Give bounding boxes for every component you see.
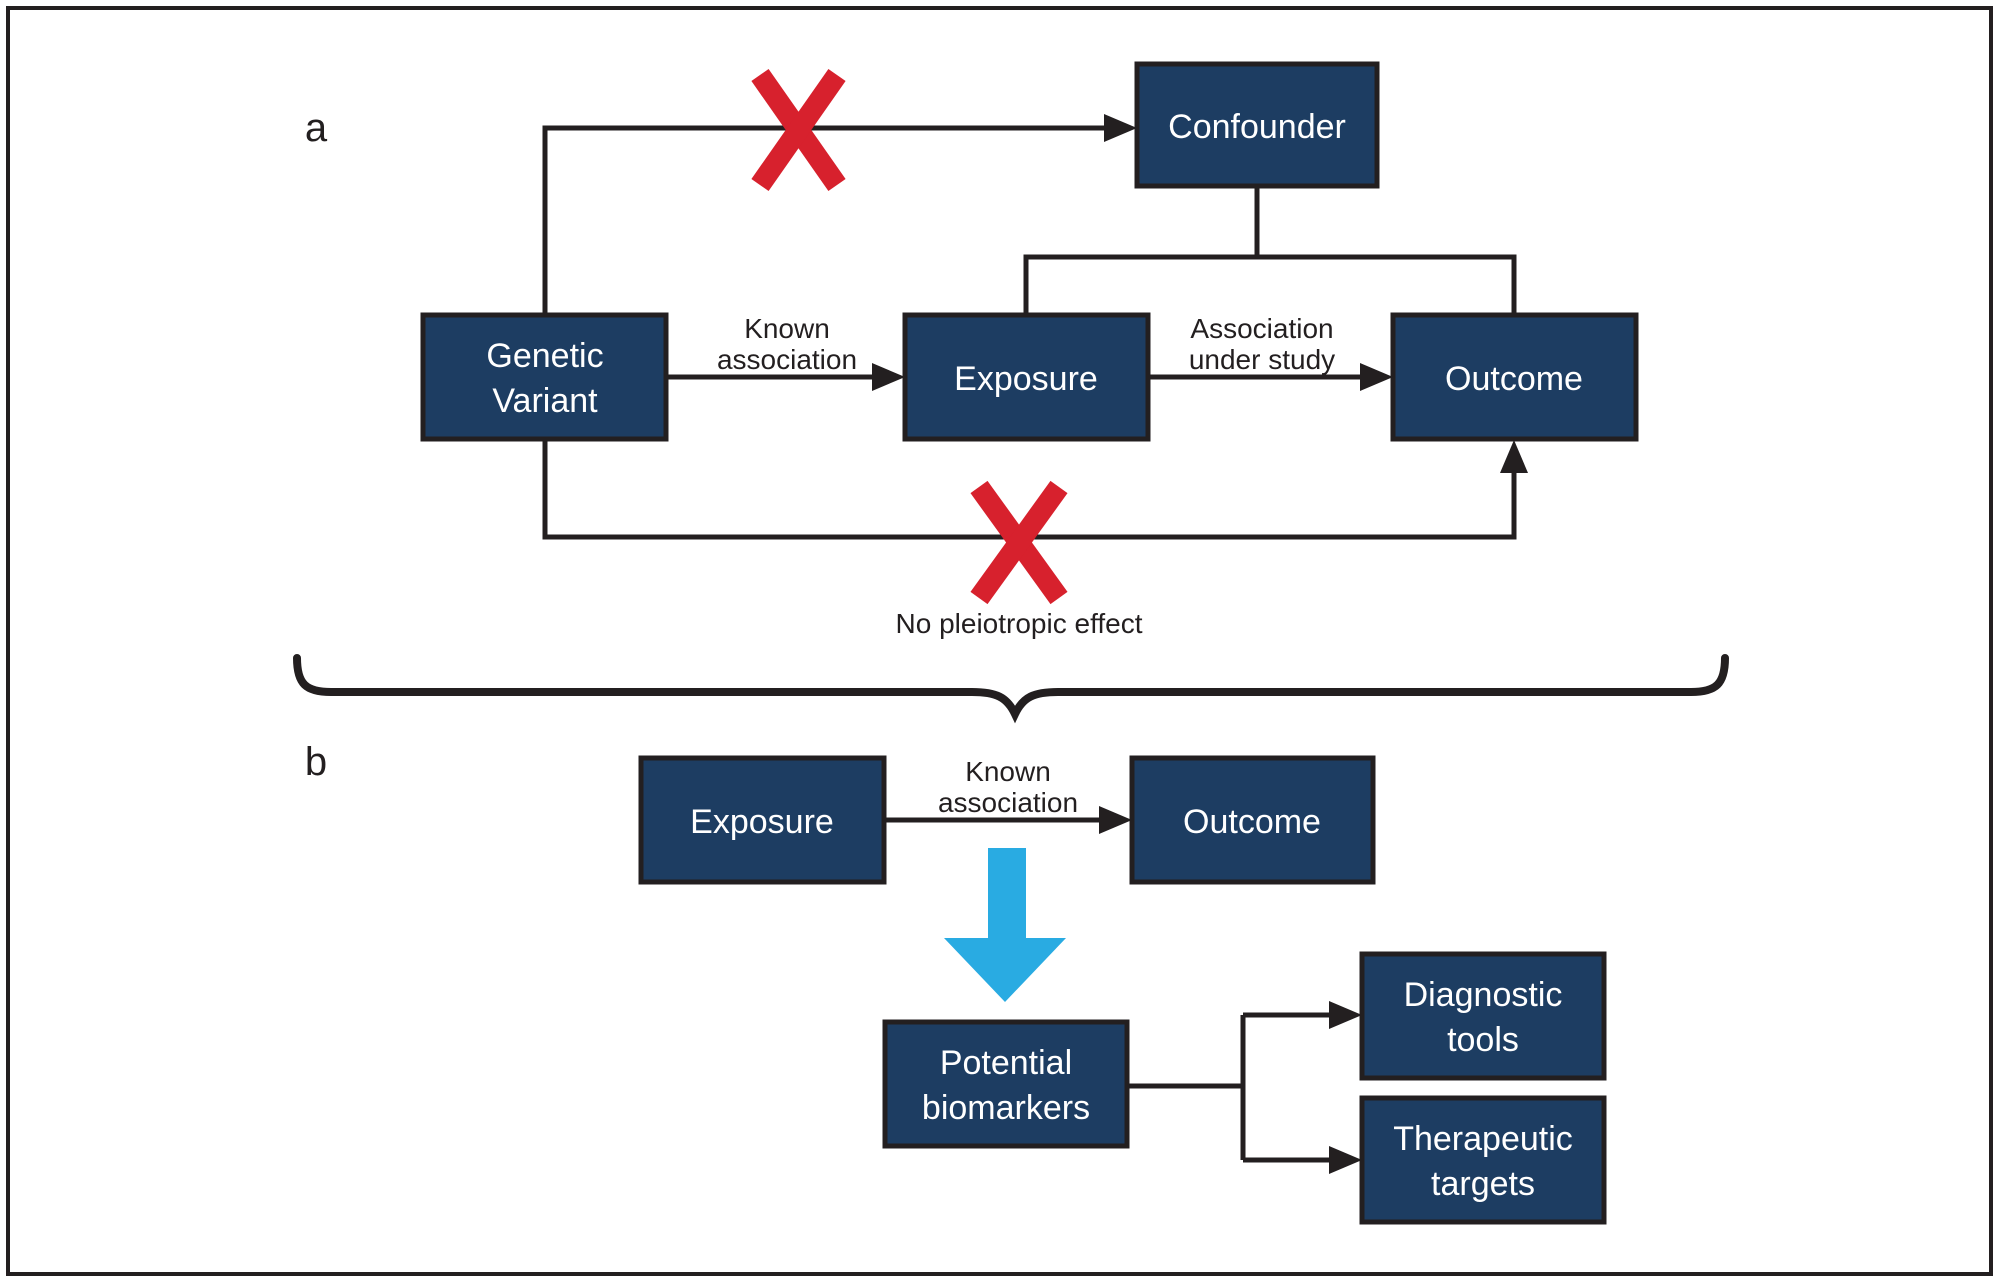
diagnostic-tools-label-line1: Diagnostic <box>1404 976 1563 1014</box>
confounder-label: Confounder <box>1168 108 1346 146</box>
edge-variant-to-confounder <box>542 125 1110 315</box>
arrowhead-into-outcome-a <box>1360 363 1393 391</box>
genetic-variant-box <box>420 312 669 442</box>
outcome-a-label: Outcome <box>1445 360 1583 398</box>
red-cross-confounder-path <box>751 68 846 192</box>
node-exposure-a: Exposure <box>902 312 1151 442</box>
label-known-association-a-line2: association <box>717 344 857 375</box>
label-known-association-b-line1: Known <box>965 756 1051 787</box>
node-therapeutic-targets: Therapeutic targets <box>1359 1095 1607 1225</box>
confounder-box <box>1134 61 1380 189</box>
label-association-under-study-line1: Association <box>1190 313 1333 344</box>
panel-a: a Known association <box>305 61 1639 639</box>
edge-confounder-to-exposure-outcome <box>1023 254 1517 315</box>
exposure-a-box <box>902 312 1151 442</box>
big-down-arrow <box>944 848 1066 1002</box>
therapeutic-targets-box <box>1359 1095 1607 1225</box>
figure-frame <box>6 6 1993 1276</box>
diagnostic-tools-label-line2: tools <box>1447 1021 1519 1059</box>
label-association-under-study-line2: under study <box>1189 344 1335 375</box>
exposure-b-box <box>638 755 887 885</box>
node-potential-biomarkers: Potential biomarkers <box>882 1019 1130 1149</box>
therapeutic-targets-label-line1: Therapeutic <box>1393 1120 1573 1158</box>
arrowhead-into-outcome-b <box>1099 806 1132 834</box>
label-known-association-b-line2: association <box>938 787 1078 818</box>
potential-biomarkers-label-line2: biomarkers <box>922 1089 1090 1127</box>
arrowhead-into-outcome-bottom <box>1500 440 1528 473</box>
potential-biomarkers-label-line1: Potential <box>940 1044 1072 1082</box>
red-cross-pleiotropy-path <box>970 480 1068 605</box>
node-outcome-b: Outcome <box>1129 755 1376 885</box>
node-exposure-b: Exposure <box>638 755 887 885</box>
arrowhead-into-exposure-a <box>872 363 905 391</box>
label-no-pleiotropic-effect: No pleiotropic effect <box>896 608 1143 639</box>
panel-b: b Known association Exposure Outcome <box>305 740 1607 1225</box>
exposure-b-label: Exposure <box>690 803 834 841</box>
potential-biomarkers-box <box>882 1019 1130 1149</box>
arrowhead-into-confounder <box>1104 114 1137 142</box>
therapeutic-targets-label-line2: targets <box>1431 1165 1535 1203</box>
outcome-b-box <box>1129 755 1376 885</box>
arrowhead-into-therapeutic <box>1329 1146 1362 1174</box>
panel-a-letter: a <box>305 106 328 150</box>
arrowhead-into-diagnostic <box>1329 1001 1362 1029</box>
label-known-association-a-line1: Known <box>744 313 830 344</box>
genetic-variant-label-line1: Genetic <box>486 337 603 375</box>
panel-b-letter: b <box>305 740 327 784</box>
curly-brace <box>293 654 1729 724</box>
node-outcome-a: Outcome <box>1390 312 1639 442</box>
node-confounder: Confounder <box>1134 61 1380 189</box>
node-diagnostic-tools: Diagnostic tools <box>1359 951 1607 1081</box>
genetic-variant-label-line2: Variant <box>492 382 598 420</box>
diagnostic-tools-box <box>1359 951 1607 1081</box>
exposure-a-label: Exposure <box>954 360 1098 398</box>
outcome-a-box <box>1390 312 1639 442</box>
outcome-b-label: Outcome <box>1183 803 1321 841</box>
node-genetic-variant: Genetic Variant <box>420 312 669 442</box>
